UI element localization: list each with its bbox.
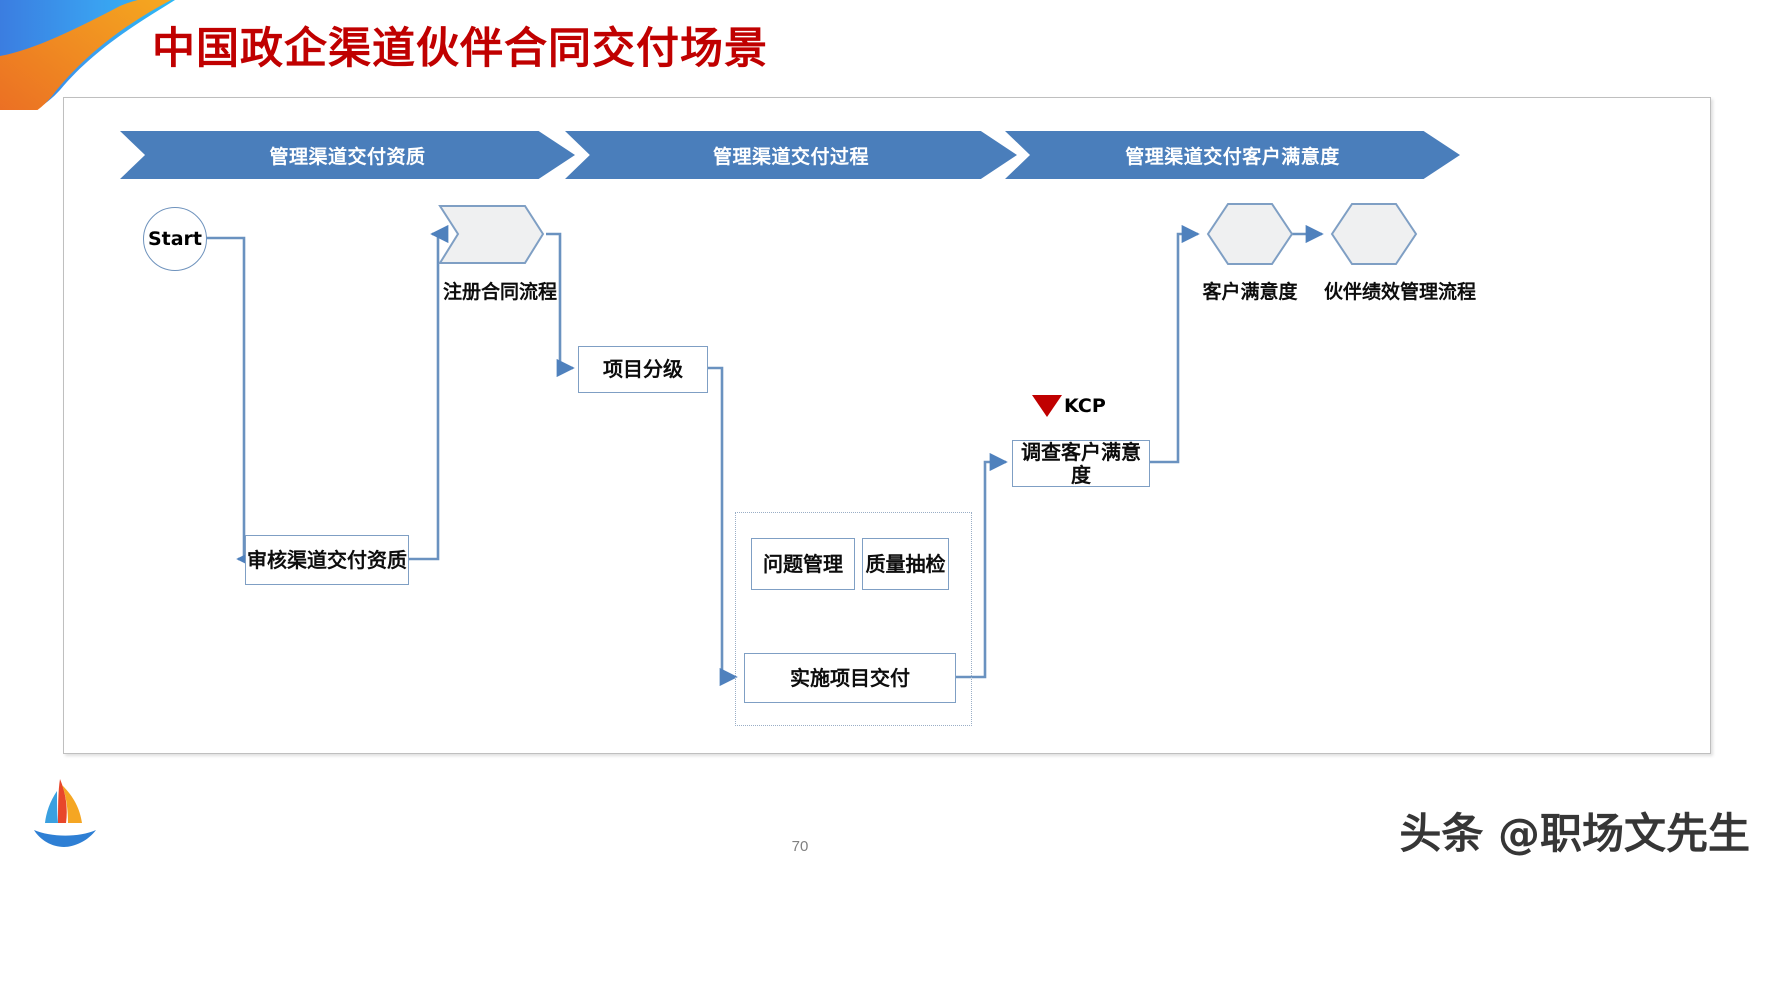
label-customer-satisfaction: 客户满意度	[1202, 281, 1298, 303]
phase-banner-3[interactable]: 管理渠道交付客户满意度	[1005, 131, 1460, 179]
node-implement-delivery[interactable]: 实施项目交付	[744, 653, 956, 703]
phase-banner-1-label: 管理渠道交付资质	[269, 145, 426, 168]
kcp-label: KCP	[1064, 395, 1106, 417]
kcp-triangle-icon	[1032, 395, 1062, 417]
delivery-process-group	[735, 512, 972, 726]
label-register-contract: 注册合同流程	[442, 281, 557, 303]
node-audit-qualification[interactable]: 审核渠道交付资质	[245, 535, 409, 585]
page-title: 中国政企渠道伙伴合同交付场景	[152, 24, 768, 74]
node-start[interactable]: Start	[143, 207, 207, 271]
sailboat-logo-icon	[34, 779, 96, 847]
node-survey-satisfaction[interactable]: 调查客户满意度	[1012, 440, 1150, 487]
node-issue-management[interactable]: 问题管理	[751, 538, 855, 590]
brand-logo	[30, 775, 100, 850]
kcp-marker: KCP	[1032, 395, 1106, 417]
phase-banner-2-label: 管理渠道交付过程	[712, 145, 869, 168]
phase-banner-3-label: 管理渠道交付客户满意度	[1125, 145, 1340, 168]
node-implement-delivery-label: 实施项目交付	[790, 665, 910, 690]
node-quality-inspection[interactable]: 质量抽检	[862, 538, 949, 590]
phase-banner-1[interactable]: 管理渠道交付资质	[120, 131, 575, 179]
node-survey-satisfaction-label: 调查客户满意度	[1021, 439, 1141, 487]
node-audit-qualification-label: 审核渠道交付资质	[247, 547, 407, 572]
phase-banner-2[interactable]: 管理渠道交付过程	[565, 131, 1017, 179]
label-partner-performance: 伙伴绩效管理流程	[1323, 281, 1476, 303]
node-quality-inspection-label: 质量抽检	[865, 551, 946, 576]
node-project-grading[interactable]: 项目分级	[578, 346, 708, 393]
node-start-label: Start	[147, 228, 203, 250]
page-number: 70	[791, 838, 809, 855]
node-issue-management-label: 问题管理	[763, 551, 843, 576]
watermark: 头条 @职场文先生	[1399, 809, 1750, 858]
node-project-grading-label: 项目分级	[603, 357, 683, 381]
diagram-frame	[63, 97, 1711, 754]
